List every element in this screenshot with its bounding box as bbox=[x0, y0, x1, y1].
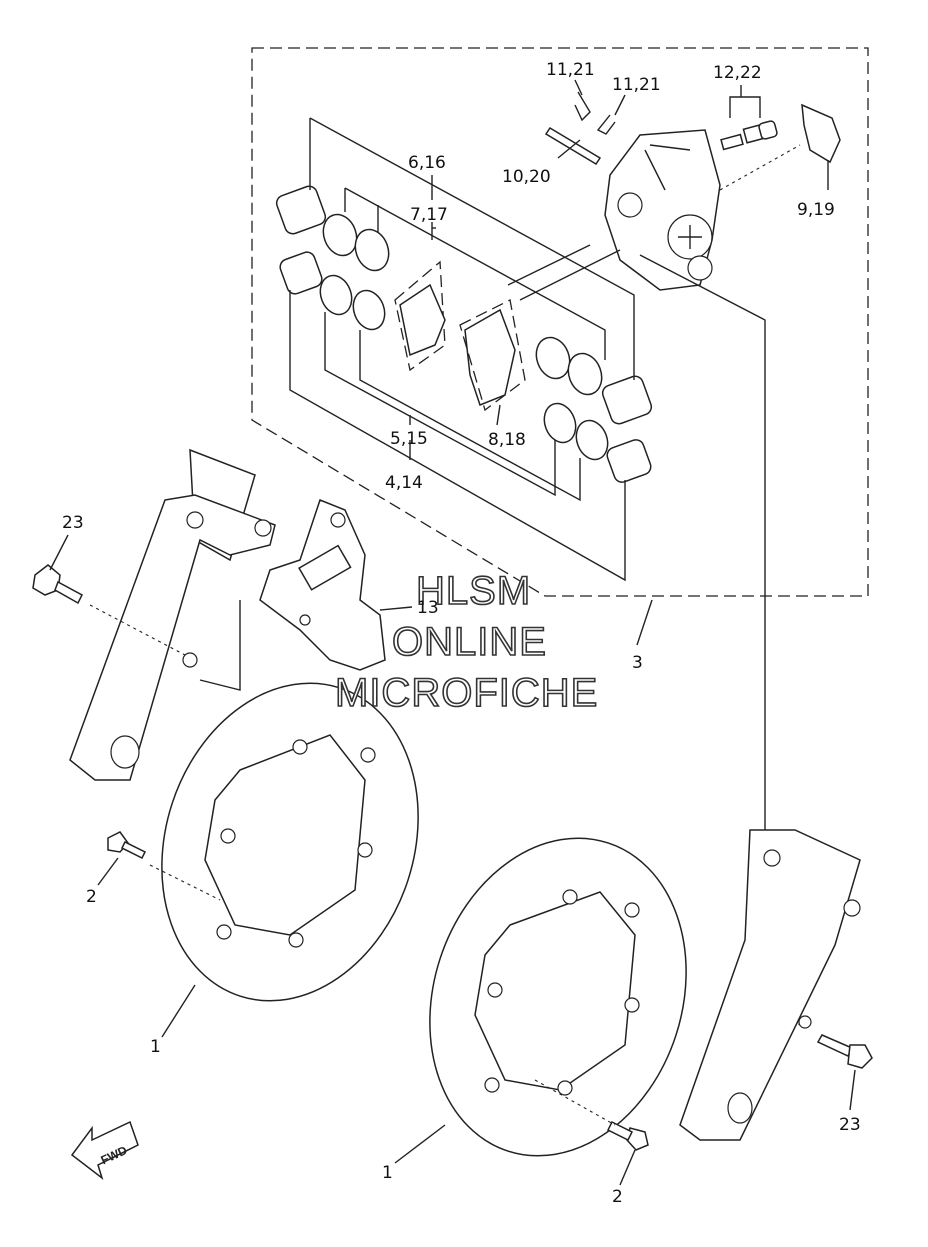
callout-23-a: 23 bbox=[62, 513, 84, 533]
disc-screw-left bbox=[107, 831, 147, 860]
callout-23-b: 23 bbox=[839, 1115, 861, 1135]
piston-seal-group-left bbox=[275, 185, 390, 331]
disc-screw-right bbox=[606, 1120, 649, 1151]
brake-disc-right bbox=[429, 837, 687, 1157]
callout-7-17: 7,17 bbox=[410, 205, 448, 225]
callout-9-19: 9,19 bbox=[797, 200, 835, 220]
callout-6-16: 6,16 bbox=[408, 153, 446, 173]
pad-spring bbox=[801, 103, 841, 164]
caliper-assembly-boundary bbox=[251, 47, 869, 597]
brake-pads bbox=[394, 260, 526, 412]
callout-1-b: 1 bbox=[382, 1163, 393, 1183]
callout-8-18: 8,18 bbox=[488, 430, 526, 450]
callout-2-b: 2 bbox=[612, 1187, 623, 1207]
brake-disc-left bbox=[161, 682, 419, 1002]
fork-leg-right bbox=[679, 829, 861, 1141]
callout-4-14: 4,14 bbox=[385, 473, 423, 493]
callout-13: 13 bbox=[417, 598, 439, 618]
callout-5-15: 5,15 bbox=[390, 429, 428, 449]
callout-11-21-a: 11,21 bbox=[546, 60, 595, 80]
pin-clip-b bbox=[596, 114, 616, 135]
bolt-left bbox=[32, 564, 83, 605]
callout-10-20: 10,20 bbox=[502, 167, 551, 187]
fwd-direction-badge: FWD bbox=[70, 1120, 139, 1181]
callout-2-a: 2 bbox=[86, 887, 97, 907]
callout-12-22: 12,22 bbox=[713, 63, 762, 83]
callout-11-21-b: 11,21 bbox=[612, 75, 661, 95]
pin-clip-a bbox=[574, 91, 591, 122]
watermark-line-1: HLSM bbox=[416, 569, 531, 613]
caliper-body-exploded bbox=[604, 129, 721, 291]
bleeder-screw bbox=[720, 120, 778, 151]
callout-3: 3 bbox=[632, 653, 643, 673]
watermark-line-2: ONLINE bbox=[392, 620, 547, 664]
callout-1-a: 1 bbox=[150, 1037, 161, 1057]
fork-leg-left bbox=[69, 448, 276, 781]
piston-seal-group-right bbox=[535, 336, 653, 483]
bolt-right bbox=[816, 1034, 873, 1069]
watermark-line-3: MICROFICHE bbox=[335, 671, 598, 715]
caliper-mounted bbox=[259, 499, 413, 671]
